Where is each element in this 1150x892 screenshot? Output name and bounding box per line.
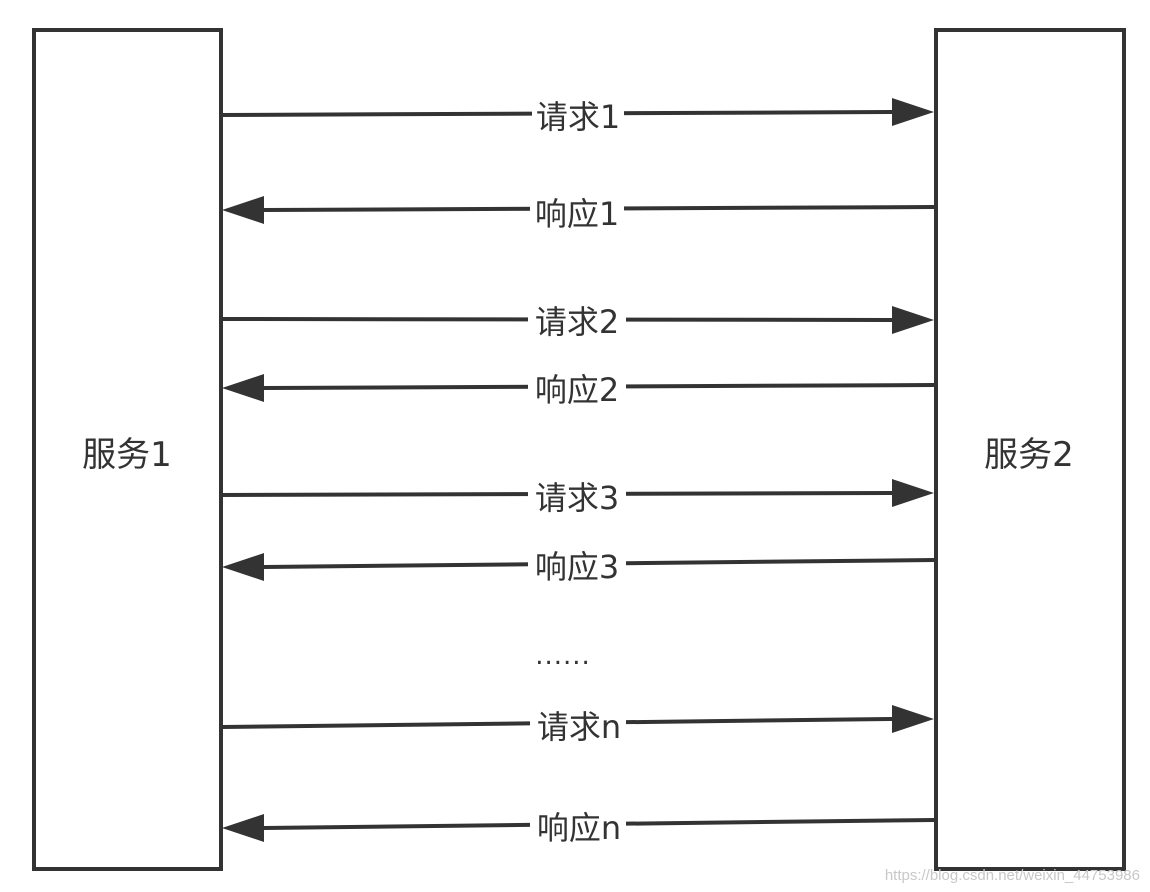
message-response-3: 响应3 xyxy=(222,543,935,587)
message-label: 响应2 xyxy=(535,371,619,409)
watermark-text: https://blog.csdn.net/weixin_44753986 xyxy=(884,867,1140,884)
message-label: 响应n xyxy=(537,809,621,847)
label-backdrop xyxy=(528,543,626,587)
label-backdrop xyxy=(528,474,626,518)
arrowhead-left xyxy=(222,814,264,842)
message-request-1: 请求1 xyxy=(221,92,934,136)
message-label: 响应1 xyxy=(535,195,619,233)
service-1-label: 服务1 xyxy=(82,435,172,475)
message-request-2: 请求2 xyxy=(221,298,934,342)
label-backdrop xyxy=(528,366,626,410)
message-label: 请求2 xyxy=(535,303,619,341)
message-label: 请求1 xyxy=(536,98,620,136)
message-label: 请求3 xyxy=(535,479,619,517)
arrowhead-left xyxy=(222,196,264,224)
arrowhead-right xyxy=(892,705,934,733)
message-request-3: 请求3 xyxy=(221,474,934,518)
message-label: 响应3 xyxy=(535,548,619,586)
service-1-box xyxy=(32,28,223,871)
arrowhead-left xyxy=(222,553,264,581)
message-label: 请求n xyxy=(537,708,621,746)
arrowhead-right xyxy=(892,98,934,126)
label-backdrop xyxy=(530,190,624,234)
message-response-1: 响应1 xyxy=(222,190,935,234)
message-response-n: 响应n xyxy=(222,804,935,848)
label-backdrop xyxy=(528,298,626,342)
message-request-n: 请求n xyxy=(221,704,934,748)
message-response-2: 响应2 xyxy=(222,366,935,410)
service-2-label: 服务2 xyxy=(984,435,1074,475)
arrowhead-right xyxy=(892,479,934,507)
label-backdrop xyxy=(530,804,626,848)
arrowhead-left xyxy=(222,374,264,402)
label-backdrop xyxy=(530,704,626,748)
service-2-box xyxy=(934,28,1126,871)
label-backdrop xyxy=(532,92,624,136)
arrowhead-right xyxy=(892,306,934,334)
ellipsis-indicator: ...... xyxy=(535,641,591,671)
